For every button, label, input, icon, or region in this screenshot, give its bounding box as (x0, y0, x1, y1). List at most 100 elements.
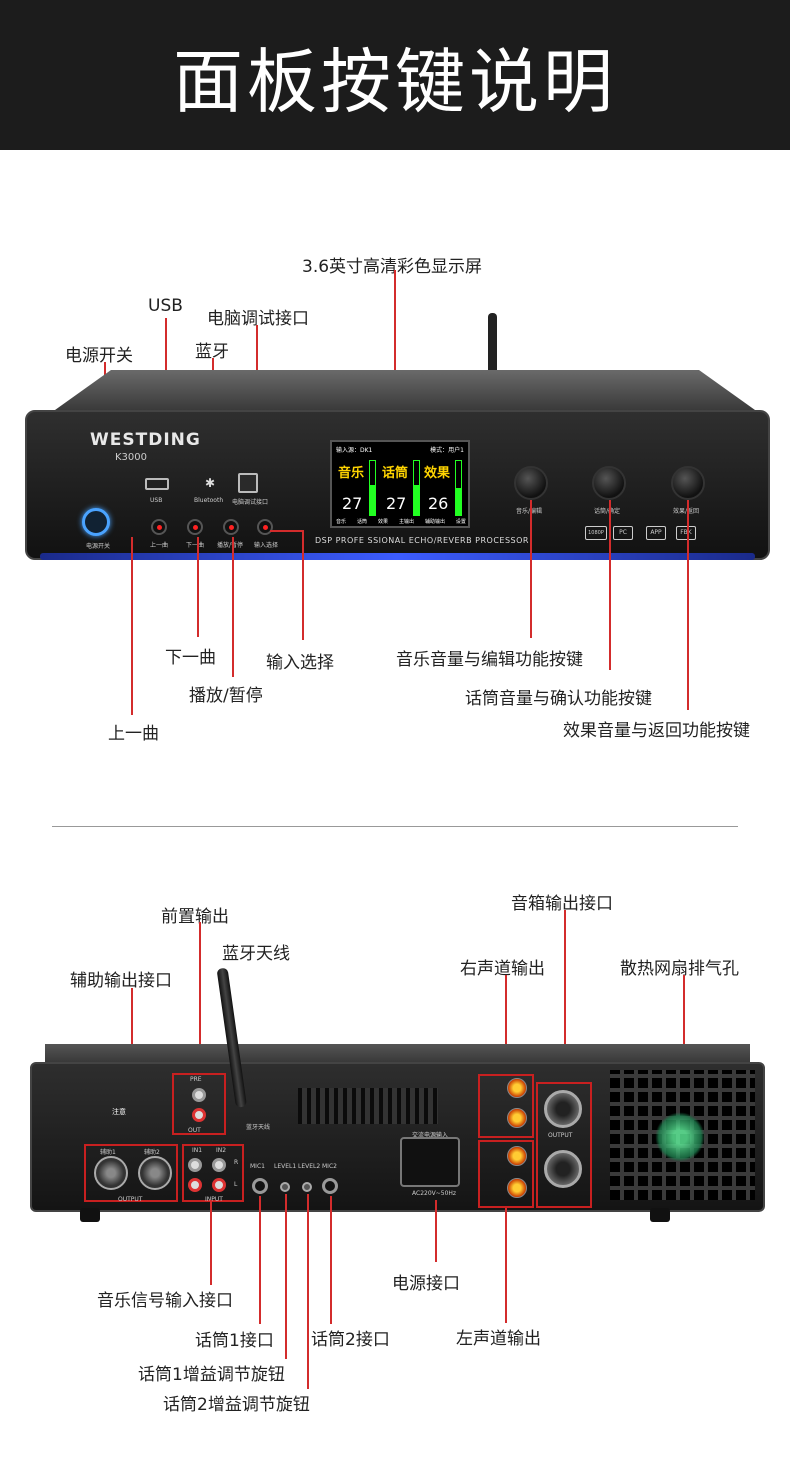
effect-knob[interactable] (671, 466, 705, 500)
aux1-xlr-jack[interactable] (94, 1156, 128, 1190)
leader-line-next (197, 537, 199, 637)
leader-line-display (394, 270, 396, 442)
speakon-jack-1[interactable] (544, 1090, 582, 1128)
usb-caption: USB (150, 497, 163, 504)
btn-fbk[interactable]: FBK (676, 526, 696, 540)
label-mic2: 话筒2接口 (311, 1330, 390, 1350)
mic2-jack[interactable] (322, 1178, 338, 1194)
label-power: 电源开关 (65, 346, 133, 366)
antenna-caption: 蓝牙天线 (246, 1124, 271, 1131)
mic-knob[interactable] (592, 466, 626, 500)
level-bar (455, 460, 462, 516)
right-red-terminal[interactable] (507, 1078, 527, 1098)
aux1-label: 辅助1 (100, 1149, 116, 1156)
label-effect-knob: 效果音量与返回功能按键 (563, 721, 750, 741)
brand-logo: WESTDING (90, 430, 201, 450)
prev-caption: 上一曲 (150, 542, 169, 549)
screen-mode: 模式：用户1 (430, 447, 464, 454)
leader-line-prev (131, 537, 133, 715)
label-power-in: 电源接口 (392, 1274, 460, 1294)
pre-label: PRE (190, 1076, 202, 1083)
level-fill (370, 485, 375, 515)
screen-channel-mic: 话筒 27 (382, 460, 422, 520)
mic2-gain-knob[interactable] (302, 1182, 312, 1192)
music-input-box (182, 1144, 244, 1202)
left-black-terminal[interactable] (507, 1178, 527, 1198)
power-inlet[interactable] (400, 1137, 460, 1187)
blue-light-strip (40, 553, 755, 560)
label-music-knob: 音乐音量与编辑功能按键 (396, 650, 583, 670)
leader-line-mic-knob (609, 500, 611, 670)
btn-1080p[interactable]: 1080P (585, 526, 607, 540)
mic1-label: MIC1 (250, 1163, 265, 1170)
channel-value: 27 (386, 494, 407, 513)
leader-line-play (232, 537, 234, 677)
device-subtitle: DSP PROFE SSIONAL ECHO/REVERB PROCESSOR (315, 536, 529, 545)
level-fill (414, 485, 419, 515)
label-pre-out: 前置输出 (161, 907, 229, 927)
pre-out-r-jack[interactable] (192, 1088, 206, 1102)
power-button[interactable] (82, 508, 110, 536)
in1-l-jack[interactable] (188, 1178, 202, 1192)
right-black-terminal[interactable] (507, 1108, 527, 1128)
speaker-output-label: OUTPUT (548, 1132, 573, 1139)
antenna (488, 313, 497, 378)
in2-l-jack[interactable] (212, 1178, 226, 1192)
ac-caption: AC220V~50Hz (412, 1190, 457, 1197)
header-banner: 面板按键说明 (0, 0, 790, 150)
leader-line-mic1 (259, 1196, 261, 1324)
channel-value: 26 (428, 494, 449, 513)
page-title: 面板按键说明 (173, 41, 617, 123)
btn-pc[interactable]: PC (613, 526, 633, 540)
pre-out-l-jack[interactable] (192, 1108, 206, 1122)
usb-port[interactable] (145, 478, 169, 490)
menu-item: 音乐 (336, 519, 347, 525)
r-label: R (234, 1159, 239, 1166)
bluetooth-icon: ✱ (205, 476, 216, 490)
power-caption: 电源开关 (86, 543, 111, 550)
model-number: K3000 (115, 452, 148, 463)
btn-app[interactable]: APP (646, 526, 666, 540)
prev-button[interactable] (151, 519, 167, 535)
screen-channel-music: 音乐 27 (338, 460, 378, 520)
leader-line-music-knob (530, 500, 532, 638)
label-music-in: 音乐信号输入接口 (97, 1291, 233, 1311)
mic1-jack[interactable] (252, 1178, 268, 1194)
play-pause-button[interactable] (223, 519, 239, 535)
leader-line-input-v (302, 530, 304, 640)
in2-label: IN2 (216, 1147, 227, 1154)
menu-item: 效果 (377, 519, 388, 525)
device-foot (80, 1208, 100, 1222)
fan-icon (655, 1112, 705, 1162)
label-input-select: 输入选择 (266, 653, 334, 673)
label-mic-knob: 话筒音量与确认功能按键 (465, 689, 652, 709)
mic1-gain-knob[interactable] (280, 1182, 290, 1192)
left-red-terminal[interactable] (507, 1146, 527, 1166)
screen-menu: 音乐 话筒 效果 主输出 辅助输出 设置 (336, 518, 466, 525)
device-top (55, 370, 755, 410)
right-channel-box (478, 1074, 534, 1138)
label-aux-out: 辅助输出接口 (70, 971, 172, 991)
pc-port-caption: 电脑调试接口 (232, 499, 269, 506)
screen-channel-effect: 效果 26 (424, 460, 464, 520)
pc-debug-port[interactable] (238, 473, 258, 493)
channel-name: 音乐 (338, 466, 365, 481)
label-mic1: 话筒1接口 (195, 1331, 274, 1351)
in2-r-jack[interactable] (212, 1158, 226, 1172)
label-bluetooth: 蓝牙 (195, 342, 229, 362)
label-mic1-gain: 话筒1增益调节旋钮 (138, 1365, 285, 1385)
in1-r-jack[interactable] (188, 1158, 202, 1172)
menu-item: 设置 (455, 519, 466, 525)
rear-device-top (45, 1044, 750, 1066)
label-prev: 上一曲 (108, 724, 159, 744)
mic-knob-caption: 话筒/确定 (594, 508, 621, 515)
speakon-jack-2[interactable] (544, 1150, 582, 1188)
channel-name: 效果 (424, 466, 451, 481)
input-select-button[interactable] (257, 519, 273, 535)
music-knob[interactable] (514, 466, 548, 500)
label-fan-vent: 散热网扇排气孔 (620, 959, 739, 979)
next-button[interactable] (187, 519, 203, 535)
speaker-output-box (536, 1082, 592, 1208)
channel-value: 27 (342, 494, 363, 513)
aux2-xlr-jack[interactable] (138, 1156, 172, 1190)
